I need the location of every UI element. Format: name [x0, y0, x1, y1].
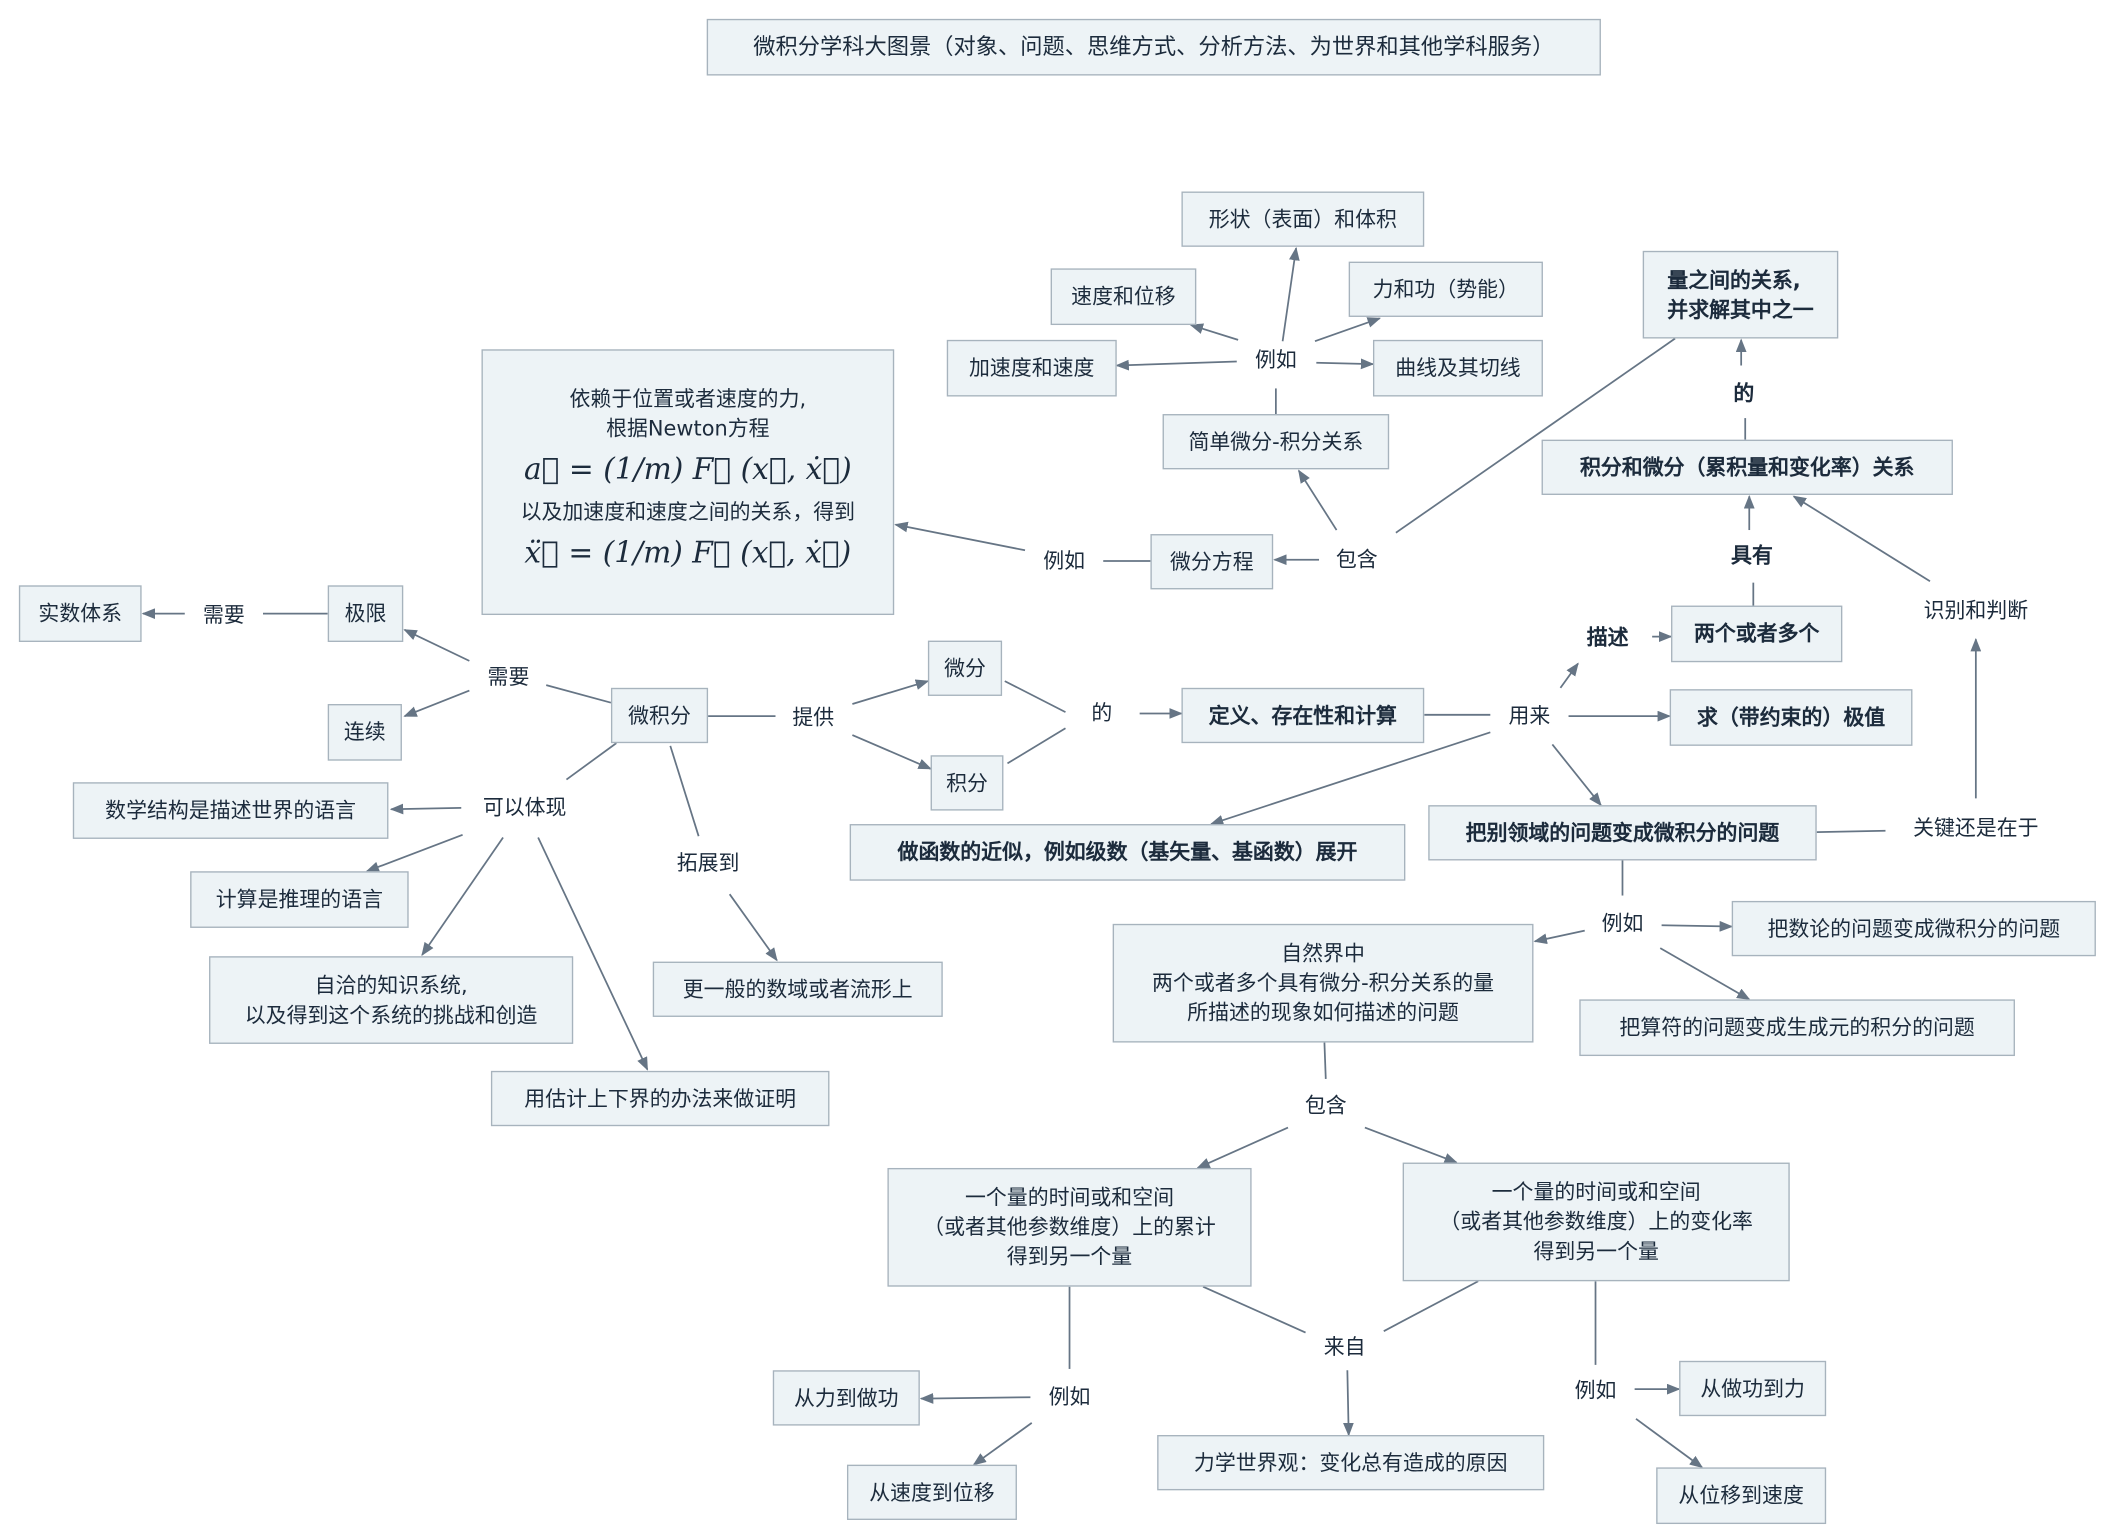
node-operator[interactable]: 把算符的问题变成生成元的积分的问题 [1579, 999, 2015, 1057]
node-math-structure[interactable]: 数学结构是描述世界的语言 [72, 782, 389, 839]
map-title: 微积分学科大图景（对象、问题、思维方式、分析方法、为世界和其他学科服务） [706, 18, 1601, 76]
label-key: 关键还是在于 [1913, 811, 2039, 842]
label-contains: 包含 [1304, 1089, 1347, 1120]
node-approximation[interactable]: 做函数的近似，例如级数（基矢量、基函数）展开 [849, 824, 1406, 881]
node-integral-differential-relation[interactable]: 积分和微分（累积量和变化率）关系 [1541, 439, 1953, 495]
node-definition[interactable]: 定义、存在性和计算 [1181, 687, 1425, 744]
node-newton-equation[interactable]: 依赖于位置或者速度的力, 根据Newton方程 a⃗ = (1/m) F⃗ (x… [481, 349, 895, 616]
label-describe: 描述 [1586, 621, 1629, 652]
label-provide: 提供 [792, 701, 835, 731]
node-bounds-proof[interactable]: 用估计上下界的办法来做证明 [490, 1070, 830, 1127]
label-eg: 例如 [1254, 343, 1297, 374]
node-differential-equation[interactable]: 微分方程 [1150, 534, 1274, 590]
label-from: 来自 [1323, 1331, 1366, 1361]
label-extend: 拓展到 [676, 846, 740, 877]
node-curve-tangent[interactable]: 曲线及其切线 [1372, 339, 1543, 397]
node-continuity[interactable]: 连续 [327, 704, 402, 761]
node-self-consistent[interactable]: 自洽的知识系统, 以及得到这个系统的挑战和创造 [209, 956, 574, 1044]
label-use-for: 用来 [1508, 699, 1551, 730]
label-has: 具有 [1731, 539, 1773, 570]
node-calculus[interactable]: 微积分 [610, 687, 709, 744]
label-eg: 例如 [1574, 1374, 1617, 1404]
label-contains: 包含 [1335, 543, 1378, 574]
node-accumulation[interactable]: 一个量的时间或和空间 （或者其他参数维度）上的累计 得到另一个量 [887, 1167, 1252, 1287]
label-of: 的 [1091, 697, 1113, 727]
node-general-domain[interactable]: 更一般的数域或者流形上 [652, 961, 943, 1017]
node-two-or-more[interactable]: 两个或者多个 [1671, 605, 1843, 663]
label-eg: 例如 [1043, 544, 1086, 575]
node-velocity-displacement[interactable]: 速度和位移 [1050, 268, 1197, 326]
node-work-to-force[interactable]: 从做功到力 [1679, 1360, 1827, 1417]
node-transform-problem[interactable]: 把别领域的问题变成微积分的问题 [1428, 805, 1817, 861]
newton-text-3: 以及加速度和速度之间的关系，得到 [520, 499, 856, 524]
node-limit[interactable]: 极限 [327, 585, 404, 642]
newton-text-1: 依赖于位置或者速度的力, [569, 386, 807, 411]
node-integral[interactable]: 积分 [930, 755, 1004, 811]
node-simple-relation[interactable]: 简单微分-积分关系 [1162, 414, 1390, 470]
node-velocity-to-displacement[interactable]: 从速度到位移 [846, 1464, 1017, 1520]
node-rate-of-change[interactable]: 一个量的时间或和空间 （或者其他参数维度）上的变化率 得到另一个量 [1402, 1162, 1790, 1282]
label-need: 需要 [202, 598, 245, 629]
label-identify: 识别和判断 [1923, 594, 2029, 625]
node-acceleration-velocity[interactable]: 加速度和速度 [946, 339, 1117, 397]
newton-formula-1: a⃗ = (1/m) F⃗ (x⃗, ẋ⃗) [523, 452, 852, 487]
node-displacement-to-velocity[interactable]: 从位移到速度 [1656, 1467, 1827, 1525]
node-number-theory[interactable]: 把数论的问题变成微积分的问题 [1731, 900, 2096, 957]
node-real-numbers[interactable]: 实数体系 [18, 585, 142, 642]
node-nature[interactable]: 自然界中 两个或者多个具有微分-积分关系的量 所描述的现象如何描述的问题 [1112, 923, 1534, 1043]
newton-text-2: 根据Newton方程 [606, 416, 770, 441]
node-extremum[interactable]: 求（带约束的）极值 [1669, 689, 1913, 746]
label-need: 需要 [487, 660, 530, 691]
node-quantity-relation[interactable]: 量之间的关系, 并求解其中之一 [1642, 250, 1839, 339]
label-eg: 例如 [1048, 1381, 1091, 1411]
node-force-to-work[interactable]: 从力到做功 [772, 1370, 920, 1426]
label-reflect: 可以体现 [482, 791, 567, 822]
node-shape-volume[interactable]: 形状（表面）和体积 [1181, 191, 1425, 247]
node-differential[interactable]: 微分 [927, 640, 1003, 696]
newton-formula-2: ẍ⃗ = (1/m) F⃗ (x⃗, ẋ⃗) [524, 536, 852, 570]
node-computation[interactable]: 计算是推理的语言 [190, 871, 409, 928]
node-mechanics-worldview[interactable]: 力学世界观：变化总有造成的原因 [1157, 1435, 1545, 1491]
label-of: 的 [1733, 377, 1755, 408]
label-eg: 例如 [1601, 907, 1644, 938]
node-force-work[interactable]: 力和功（势能） [1348, 261, 1543, 317]
